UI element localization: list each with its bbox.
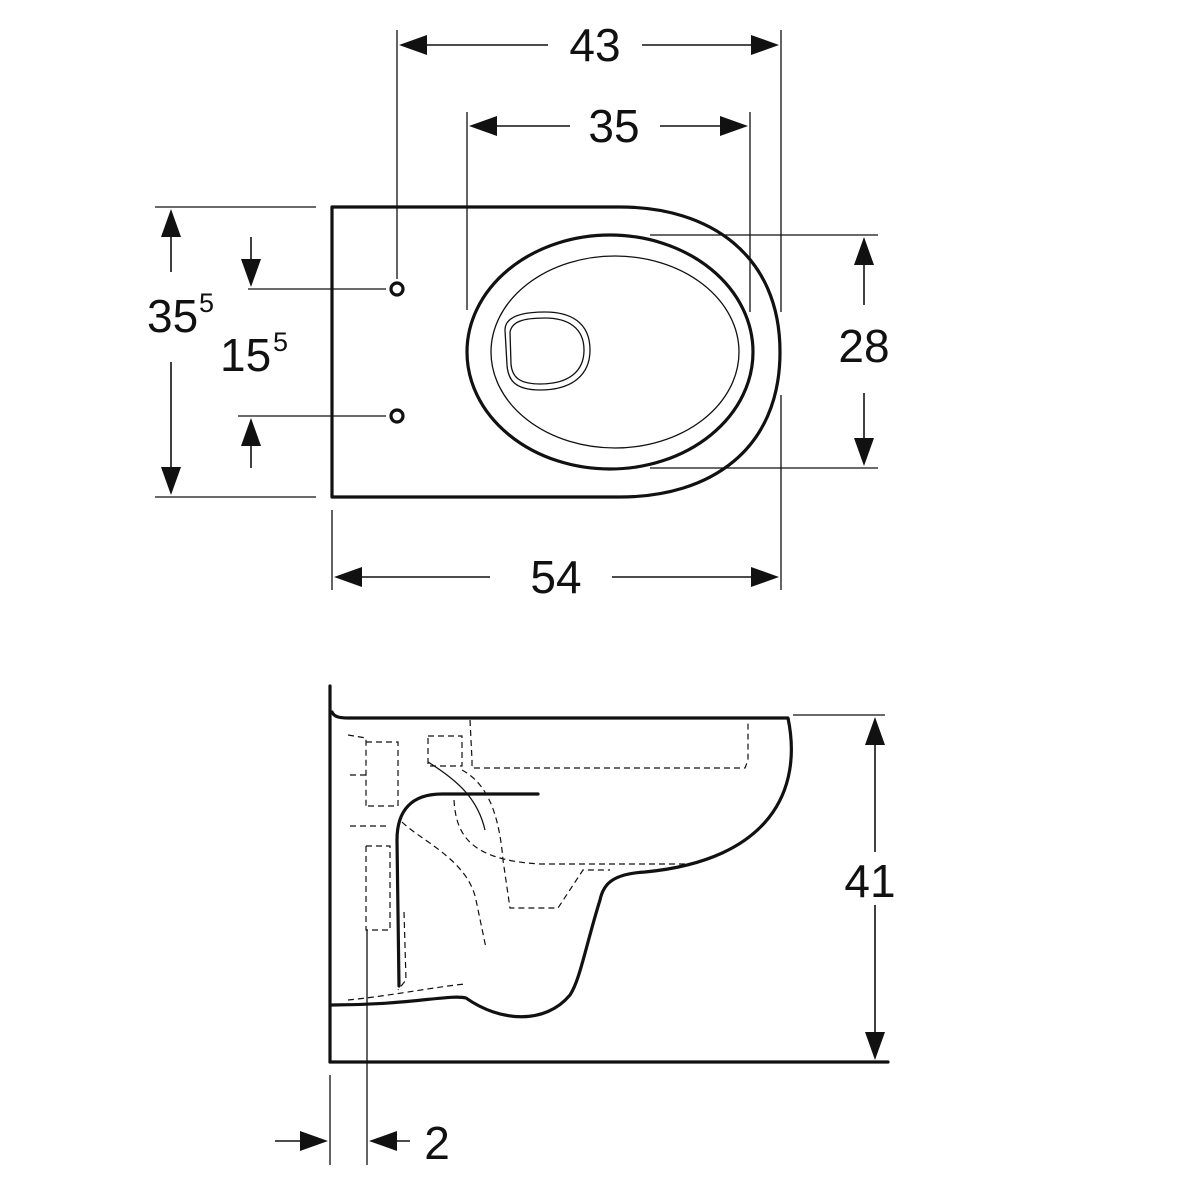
dimension-inner-width: 35	[469, 100, 748, 152]
label-inner-width: 35	[588, 100, 639, 152]
outlet-opening	[504, 311, 591, 391]
bowl-rim-outer	[465, 233, 755, 471]
label-total-depth-sup: 5	[199, 288, 214, 318]
side-view: 41 2	[275, 684, 896, 1169]
label-total-depth: 35	[147, 290, 198, 342]
label-overall-length: 54	[530, 551, 581, 603]
label-bolt-spacing-sup: 5	[273, 327, 288, 357]
label-wall-offset: 2	[424, 1117, 450, 1169]
label-height: 41	[844, 855, 895, 907]
top-view: 43 35 54 28	[147, 19, 890, 603]
dimension-overall-width: 43	[399, 19, 779, 71]
bolt-hole-upper	[389, 281, 405, 297]
bolt-hole-lower	[389, 408, 405, 424]
side-view-body-outline	[330, 710, 793, 1019]
dimension-overall-length: 54	[334, 551, 779, 603]
dimension-height: 41	[844, 717, 896, 1060]
top-view-body-outline	[330, 205, 782, 499]
drain-pipe	[395, 792, 540, 988]
label-bolt-spacing: 15	[220, 329, 271, 381]
dimension-bolt-spacing: 15 5	[220, 237, 288, 468]
dimension-wall-offset: 2	[275, 1117, 450, 1169]
dimension-total-depth: 35 5	[147, 209, 214, 495]
internal-channels-dashed	[347, 719, 749, 1001]
label-rim-depth: 28	[838, 320, 889, 372]
dimension-rim-depth: 28	[838, 237, 890, 466]
bowl-inner	[490, 255, 740, 449]
label-overall-width: 43	[569, 19, 620, 71]
